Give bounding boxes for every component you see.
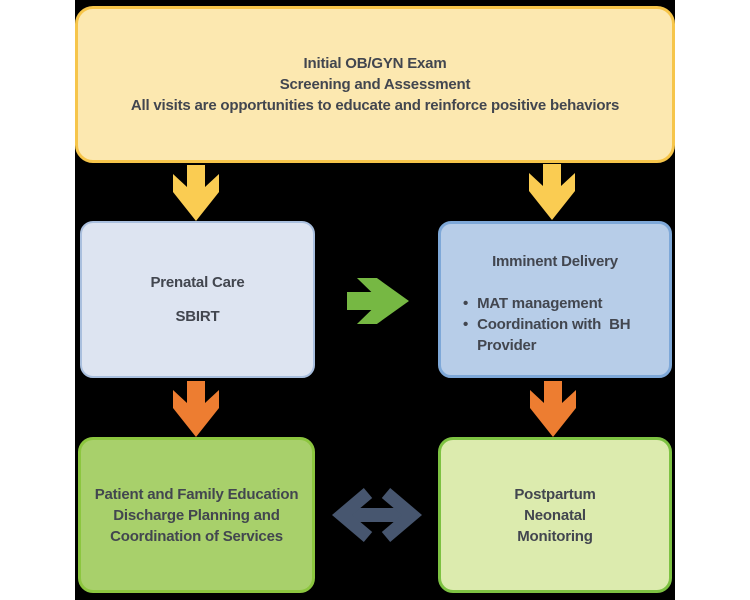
green-right-arrow-icon [347, 278, 409, 324]
discharge-planning-line: Discharge Planning and [113, 506, 280, 524]
coordination-services-line: Coordination of Services [110, 527, 283, 545]
patient-family-education-line: Patient and Family Education [94, 485, 299, 503]
yellow-down-arrow-left-icon [173, 165, 219, 221]
imminent-delivery-bullets: • MAT management • Coordination with BH … [463, 293, 649, 356]
initial-obgyn-exam-box: Initial OB/GYN Exam Screening and Assess… [75, 6, 675, 163]
coordination-bh-text: Coordination with BH Provider [477, 316, 635, 354]
screening-assessment-line: Screening and Assessment [279, 76, 471, 93]
arrow-shape [332, 488, 373, 542]
imminent-delivery-title: Imminent Delivery [492, 253, 618, 270]
orange-down-arrow-right-icon [530, 381, 576, 437]
double-headed-arrow-icon [332, 488, 422, 542]
monitoring-line: Monitoring [517, 527, 593, 545]
arrow-shape [348, 508, 406, 522]
arrow-shape [173, 165, 219, 221]
orange-down-arrow-left-icon [173, 381, 219, 437]
sbirt-line: SBIRT [175, 308, 220, 325]
prenatal-care-line: Prenatal Care [150, 274, 245, 291]
all-visits-line: All visits are opportunities to educate … [130, 97, 620, 114]
bullet-icon: • [463, 316, 469, 333]
arrow-shape [530, 381, 576, 437]
patient-family-education-box: Patient and Family Education Discharge P… [78, 437, 315, 593]
neonatal-line: Neonatal [524, 506, 586, 524]
arrow-shape [529, 164, 575, 220]
postpartum-line: Postpartum [514, 485, 596, 503]
postpartum-monitoring-box: Postpartum Neonatal Monitoring [438, 437, 672, 593]
list-item: • Coordination with BH Provider [463, 314, 649, 356]
arrow-shape [347, 278, 409, 324]
yellow-down-arrow-right-icon [529, 164, 575, 220]
arrow-shape [381, 488, 422, 542]
imminent-delivery-box: Imminent Delivery • MAT management • Coo… [438, 221, 672, 378]
arrow-shape [173, 381, 219, 437]
mat-management-text: MAT management [477, 295, 603, 312]
list-item: • MAT management [463, 293, 649, 314]
bullet-icon: • [463, 295, 469, 312]
prenatal-care-box: Prenatal Care SBIRT [80, 221, 315, 378]
initial-exam-line: Initial OB/GYN Exam [303, 55, 447, 72]
